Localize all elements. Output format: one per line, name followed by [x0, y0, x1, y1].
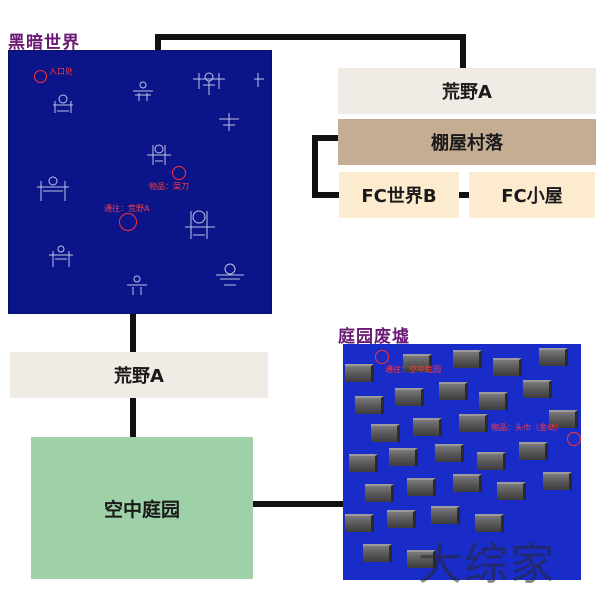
ruin-block: [395, 388, 424, 406]
garden-exit-marker-icon: [375, 350, 389, 364]
ruin-block: [349, 454, 378, 472]
ruin-block: [389, 448, 418, 466]
ruin-block: [345, 514, 374, 532]
ruin-block: [363, 544, 392, 562]
dark-exit-label: 通往：荒野A: [104, 204, 150, 213]
connector-shack-vertical: [312, 135, 318, 197]
connector-fcworld-left: [312, 192, 344, 198]
garden-item-label: 物品：头巾（金动）: [491, 423, 563, 432]
ruin-block: [475, 514, 504, 532]
connector-wasteland-to-garden: [130, 397, 136, 439]
ruin-block: [497, 482, 526, 500]
ruin-block: [493, 358, 522, 376]
dark-item-label: 物品：菜刀: [149, 182, 189, 191]
wasteland-a-left-node: 荒野A: [10, 352, 268, 398]
ruin-block: [453, 474, 482, 492]
ruin-block: [549, 410, 578, 428]
entrance-marker-icon: [34, 70, 47, 83]
ruin-block: [435, 444, 464, 462]
ruin-block: [477, 452, 506, 470]
connector-dark-to-wasteland: [130, 313, 136, 353]
fc-hut-node: FC小屋: [469, 172, 595, 218]
connector-skygarden-to-ruins: [252, 501, 344, 507]
item-marker-icon: [172, 166, 186, 180]
ruin-block: [431, 506, 460, 524]
dark-world-map: 入口处 物品：菜刀 通往：荒野A: [8, 50, 272, 314]
ruin-block: [407, 478, 436, 496]
garden-ruins-title: 庭园废墟: [338, 327, 410, 347]
connector-shack-left: [312, 135, 342, 141]
dark-world-title: 黑暗世界: [8, 33, 80, 53]
watermark: 大综家: [418, 539, 556, 590]
ruin-block: [439, 382, 468, 400]
ruin-block: [365, 484, 394, 502]
ruin-block: [403, 354, 432, 372]
ruin-block: [345, 364, 374, 382]
ruin-block: [539, 348, 568, 366]
ruin-block: [479, 392, 508, 410]
connector-fc-between: [458, 192, 470, 198]
ruin-block: [407, 550, 436, 568]
garden-item-marker-icon: [567, 432, 581, 446]
wasteland-a-top-node: 荒野A: [338, 68, 596, 114]
ruin-block: [371, 424, 400, 442]
fc-world-b-node: FC世界B: [339, 172, 459, 218]
ruin-block: [459, 414, 488, 432]
garden-ruins-map: 通往：空中庭园 物品：头巾（金动）: [343, 344, 581, 580]
ruin-block: [519, 442, 548, 460]
connector-top-horizontal: [155, 34, 466, 40]
connector-right-vertical: [460, 34, 466, 70]
ruin-block: [523, 380, 552, 398]
exit-marker-icon: [119, 213, 137, 231]
ruin-block: [543, 472, 572, 490]
shack-village-node: 棚屋村落: [338, 119, 596, 165]
ruin-block: [413, 418, 442, 436]
ruin-block: [453, 350, 482, 368]
ruin-block: [387, 510, 416, 528]
connector-darkworld-top: [155, 34, 161, 52]
garden-exit-label: 通往：空中庭园: [385, 365, 441, 374]
ruin-block: [355, 396, 384, 414]
dark-world-sprites: [37, 72, 264, 295]
sky-garden-node: 空中庭园: [31, 437, 253, 579]
entrance-label: 入口处: [49, 67, 73, 76]
